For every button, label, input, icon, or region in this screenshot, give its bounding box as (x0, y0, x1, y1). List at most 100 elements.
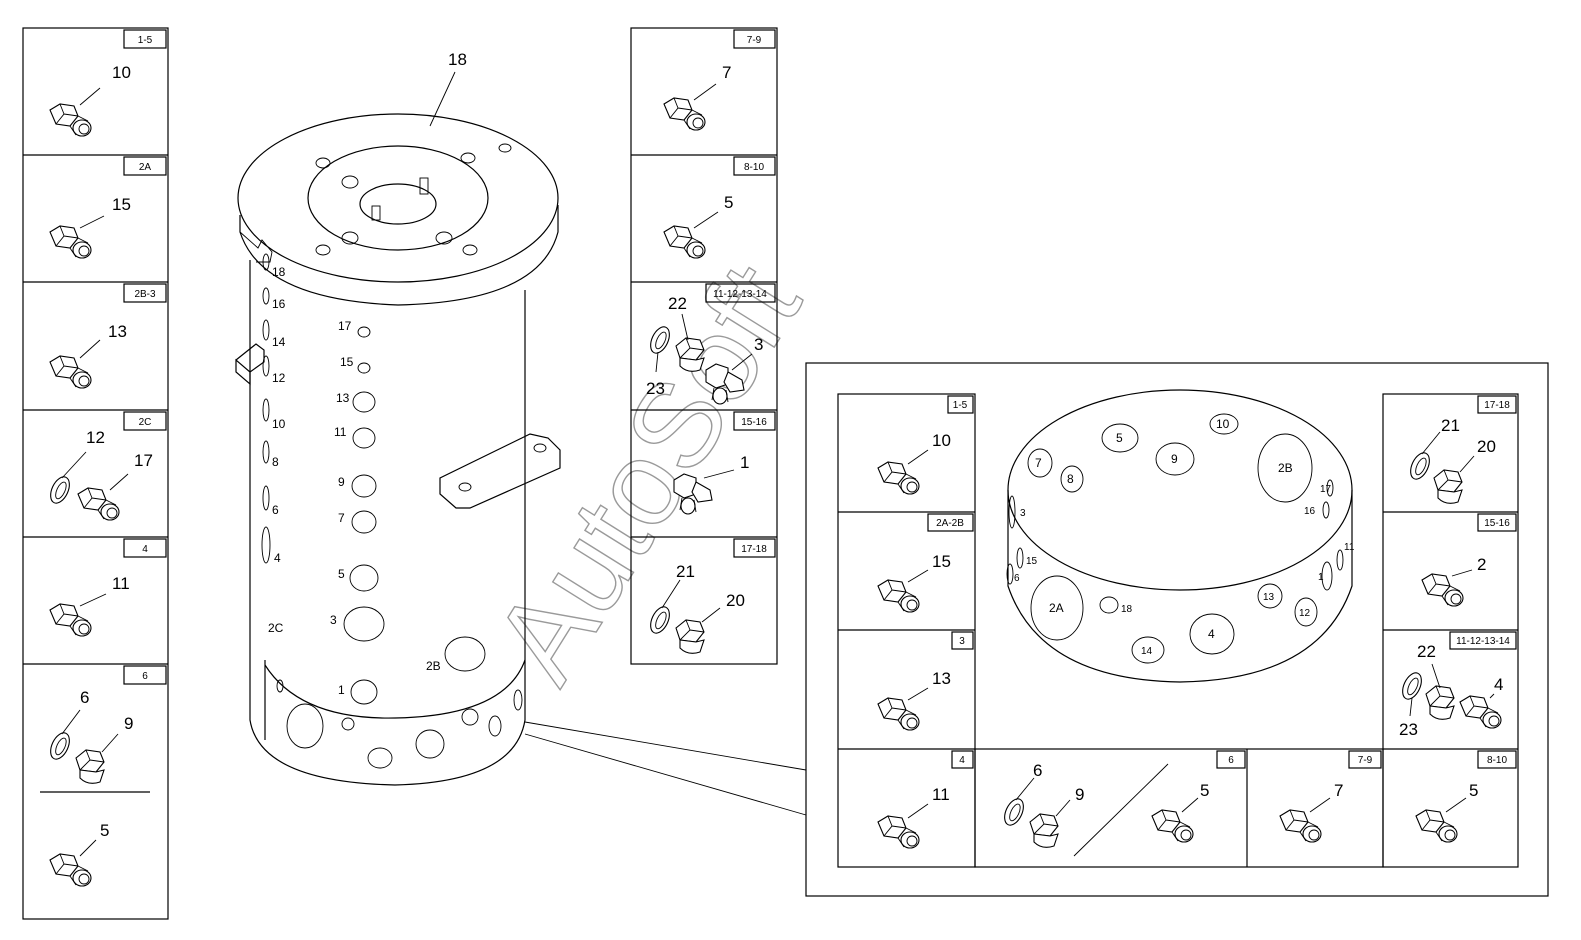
part-label: 5 (1469, 781, 1478, 800)
plug-fitting-icon (877, 815, 920, 849)
detail-panel-tag: 7-9 (1358, 755, 1373, 766)
part-label: 10 (112, 63, 131, 82)
plug-fitting-icon (49, 603, 92, 637)
part-label: 23 (646, 379, 665, 398)
plug-fitting-icon (877, 697, 920, 731)
plug-fitting-icon (1459, 695, 1502, 729)
ring-port-label: 1 (1318, 572, 1324, 583)
ring-port-label: 11 (1344, 542, 1355, 553)
watermark-text: AutoSoft (468, 242, 826, 703)
plug-fitting-icon (77, 487, 120, 521)
port-label: 17 (338, 319, 352, 333)
port-label: 15 (340, 355, 354, 369)
ring-port-label: 10 (1216, 417, 1230, 431)
part-label: 23 (1399, 720, 1418, 739)
part-label: 11 (932, 785, 950, 804)
detail-view: 1-5 2A-2B 3 4 10 15 13 11 6 7-9 6 9 (805, 362, 1549, 897)
part-label: 12 (86, 428, 105, 447)
port-label: 3 (330, 613, 337, 627)
middle-panel-tag: 15-16 (741, 417, 767, 428)
part-label: 5 (1200, 781, 1209, 800)
part-label: 20 (726, 591, 745, 610)
port-label: 18 (272, 265, 286, 279)
ring-port-label: 3 (1020, 508, 1026, 519)
part-label: 15 (112, 195, 131, 214)
part-label: 5 (100, 821, 109, 840)
ring-port-label: 2B (1278, 461, 1293, 475)
washer-icon (646, 603, 674, 637)
middle-panel-tag: 11-12-13-14 (713, 289, 767, 300)
part-label: 7 (1334, 781, 1343, 800)
part-label: 11 (112, 574, 130, 593)
ring-port-label: 7 (1035, 456, 1042, 470)
middle-panel-tag: 17-18 (741, 544, 767, 555)
ring-port-label: 15 (1026, 556, 1038, 567)
port-label: 11 (334, 425, 347, 439)
ring-port-label: 14 (1141, 646, 1153, 657)
part-label: 3 (754, 335, 763, 354)
detail-panel-tag: 2A-2B (936, 518, 964, 529)
ring-top (1007, 389, 1353, 591)
plug-fitting-icon (1279, 809, 1322, 843)
detail-panel-tag: 1-5 (953, 400, 968, 411)
port-ring: 5 10 7 8 9 2B 17 16 3 11 15 6 1 2A 18 13… (1006, 389, 1355, 683)
washer-icon (1000, 795, 1028, 829)
ring-port-label: 4 (1208, 627, 1215, 641)
ring-port-label: 2A (1049, 601, 1064, 615)
port-label: 10 (272, 417, 286, 431)
detail-callout-line (524, 733, 807, 816)
part-label: 13 (932, 669, 951, 688)
part-label: 9 (124, 714, 133, 733)
detail-panel-tag: 17-18 (1484, 400, 1510, 411)
left-panel-tag: 2A (139, 162, 152, 173)
detail-panel-tag: 11-12-13-14 (1456, 636, 1510, 647)
part-label: 15 (932, 552, 951, 571)
part-label: 6 (80, 688, 89, 707)
detail-panel-tag: 4 (959, 755, 965, 766)
port-label: 16 (272, 297, 286, 311)
plug-fitting-icon (1415, 809, 1458, 843)
panel-divider (1073, 763, 1169, 857)
detail-panel-tag: 6 (1228, 755, 1234, 766)
left-panel-tag: 2C (139, 417, 152, 428)
part-label: 21 (1441, 416, 1460, 435)
part-label: 22 (1417, 642, 1436, 661)
ring-port-label: 17 (1320, 484, 1332, 495)
hex-cap-plug-icon (1433, 469, 1463, 504)
ring-port-label: 5 (1116, 431, 1123, 445)
part-label-18: 18 (448, 50, 467, 69)
part-label: 5 (724, 193, 733, 212)
middle-panel-tag: 7-9 (747, 35, 762, 46)
part-label: 21 (676, 562, 695, 581)
part-label: 4 (1494, 675, 1503, 694)
port-label: 2C (268, 621, 284, 635)
detail-panel-tag: 3 (959, 636, 965, 647)
part-label: 20 (1477, 437, 1496, 456)
part-label: 6 (1033, 761, 1042, 780)
part-label: 7 (722, 63, 731, 82)
hex-cap-plug-icon (675, 337, 705, 372)
left-panel-tag: 6 (142, 671, 148, 682)
port-label: 9 (338, 475, 345, 489)
middle-column-frame (630, 27, 778, 665)
port-label: 7 (338, 511, 345, 525)
ring-port-label: 16 (1304, 506, 1316, 517)
plug-fitting-icon (49, 225, 92, 259)
port-label: 2B (426, 659, 441, 673)
ring-port-label: 8 (1067, 472, 1074, 486)
ring-port-label: 13 (1263, 592, 1275, 603)
part-label: 1 (740, 453, 749, 472)
hex-cap-plug-icon (1029, 813, 1059, 848)
hex-cap-plug-icon (675, 619, 705, 654)
plug-fitting-icon (49, 103, 92, 137)
plug-fitting-icon (49, 355, 92, 389)
part-label: 9 (1075, 785, 1084, 804)
hex-cap-plug-icon (1425, 685, 1455, 720)
port-label: 14 (272, 335, 286, 349)
plug-fitting-icon (1151, 809, 1194, 843)
plug-fitting-icon (877, 579, 920, 613)
detail-callout-line (524, 721, 807, 771)
detail-panel-tag: 8-10 (1487, 755, 1507, 766)
washer-icon (46, 473, 74, 507)
